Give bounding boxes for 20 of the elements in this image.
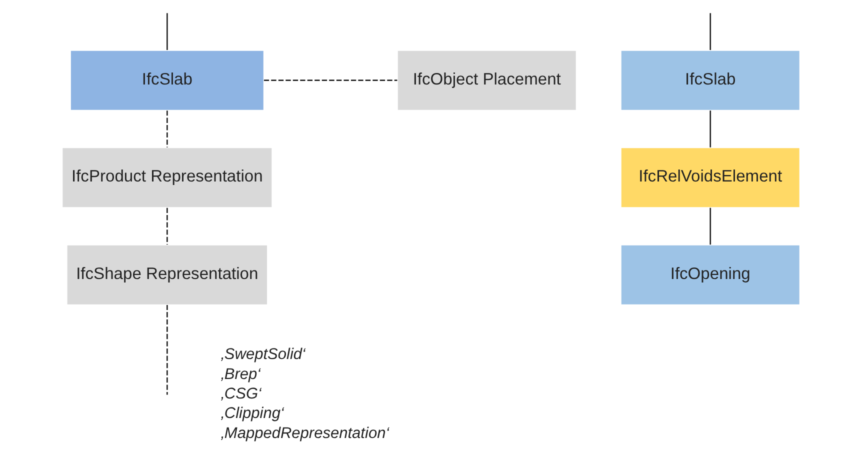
connector <box>709 208 711 245</box>
node-box: IfcRelVoidsElement <box>620 147 800 208</box>
node-box: IfcSlab <box>69 50 264 111</box>
node-box: IfcOpening <box>620 244 800 306</box>
connector <box>709 13 711 50</box>
label: ‚SweptSolid‘ <box>220 346 305 364</box>
connector <box>166 13 168 50</box>
connector <box>166 304 168 395</box>
connector <box>709 110 711 148</box>
label: ‚CSG‘ <box>220 385 261 402</box>
connector <box>166 110 168 148</box>
node-box: IfcObject Placement <box>396 50 576 111</box>
node-box: IfcSlab <box>620 50 800 111</box>
label: ‚MappedRepresentation‘ <box>220 424 389 442</box>
node-box: IfcProduct Representation <box>61 147 272 208</box>
label: ‚Brep‘ <box>220 366 260 383</box>
connector <box>166 208 168 245</box>
connector <box>263 80 397 81</box>
node-box: IfcShape Representation <box>66 244 268 306</box>
label: ‚Clipping‘ <box>220 405 284 422</box>
